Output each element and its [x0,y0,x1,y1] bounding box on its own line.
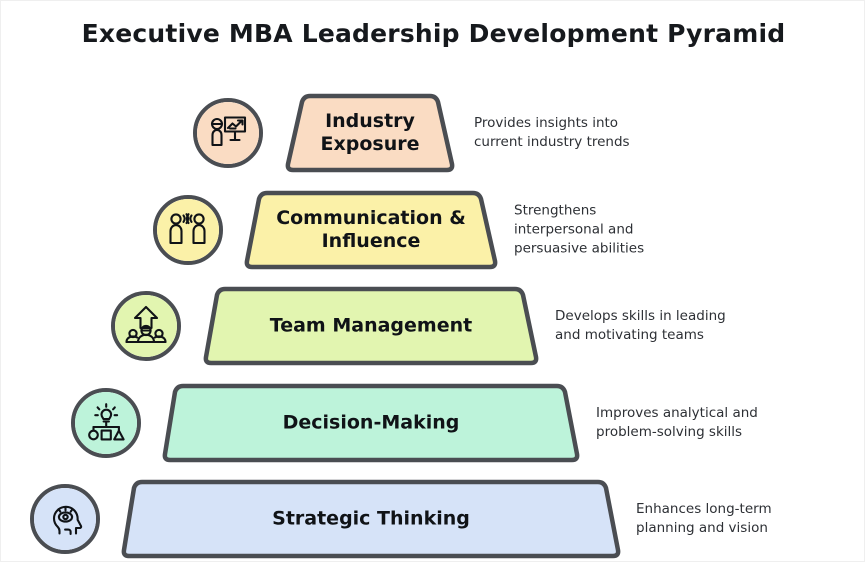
head-vision-eye-icon [52,505,83,536]
icon-ring [153,195,223,265]
two-people-talking-icon [169,213,206,245]
icon-badge-communication-influence [153,195,223,265]
level-description-decision-making: Improves analytical and problem-solving … [596,404,758,440]
icon-fill [157,199,219,261]
pyramid-level-3: Team Management Develops skills in leadi… [1,278,864,374]
level-description-communication-influence: Strengthens interpersonal and persuasive… [514,202,645,257]
band-shape [121,479,621,559]
pyramid-band-communication-influence[interactable]: Communication & Influence [244,186,498,274]
icon-badge-decision-making [71,388,141,458]
pyramid-band-industry-exposure[interactable]: Industry Exposure [285,89,455,177]
icon-badge-strategic-thinking [30,484,100,554]
lightbulb-decision-tree-icon [88,403,125,441]
pyramid-level-4: Decision-Making Improves analytical and … [1,375,864,471]
band-shape [162,383,580,463]
icon-fill [197,102,259,164]
pyramid-band-strategic-thinking[interactable]: Strategic Thinking [121,475,621,561]
level-description-industry-exposure: Provides insights into current industry … [474,114,630,150]
pyramid-band-decision-making[interactable]: Decision-Making [162,379,580,467]
icon-badge-team-management [111,291,181,361]
pyramid-level-2: Communication & Influence Strengthens in… [1,182,864,278]
page-title: Executive MBA Leadership Development Pyr… [81,19,786,48]
pyramid-level-5: Strategic Thinking Enhances long-term pl… [1,471,864,561]
pyramid-band-team-management[interactable]: Team Management [203,282,539,370]
team-growth-arrow-icon [125,305,167,344]
icon-ring [193,98,263,168]
band-shape [203,286,539,366]
band-shape [244,190,498,270]
pyramid-level-1: Industry Exposure Provides insights into… [1,85,864,181]
presentation-chart-person-icon [210,116,247,147]
level-description-strategic-thinking: Enhances long-term planning and vision [636,500,772,536]
icon-badge-industry-exposure [193,98,263,168]
band-shape [285,93,455,173]
level-description-team-management: Develops skills in leading and motivatin… [555,307,726,343]
